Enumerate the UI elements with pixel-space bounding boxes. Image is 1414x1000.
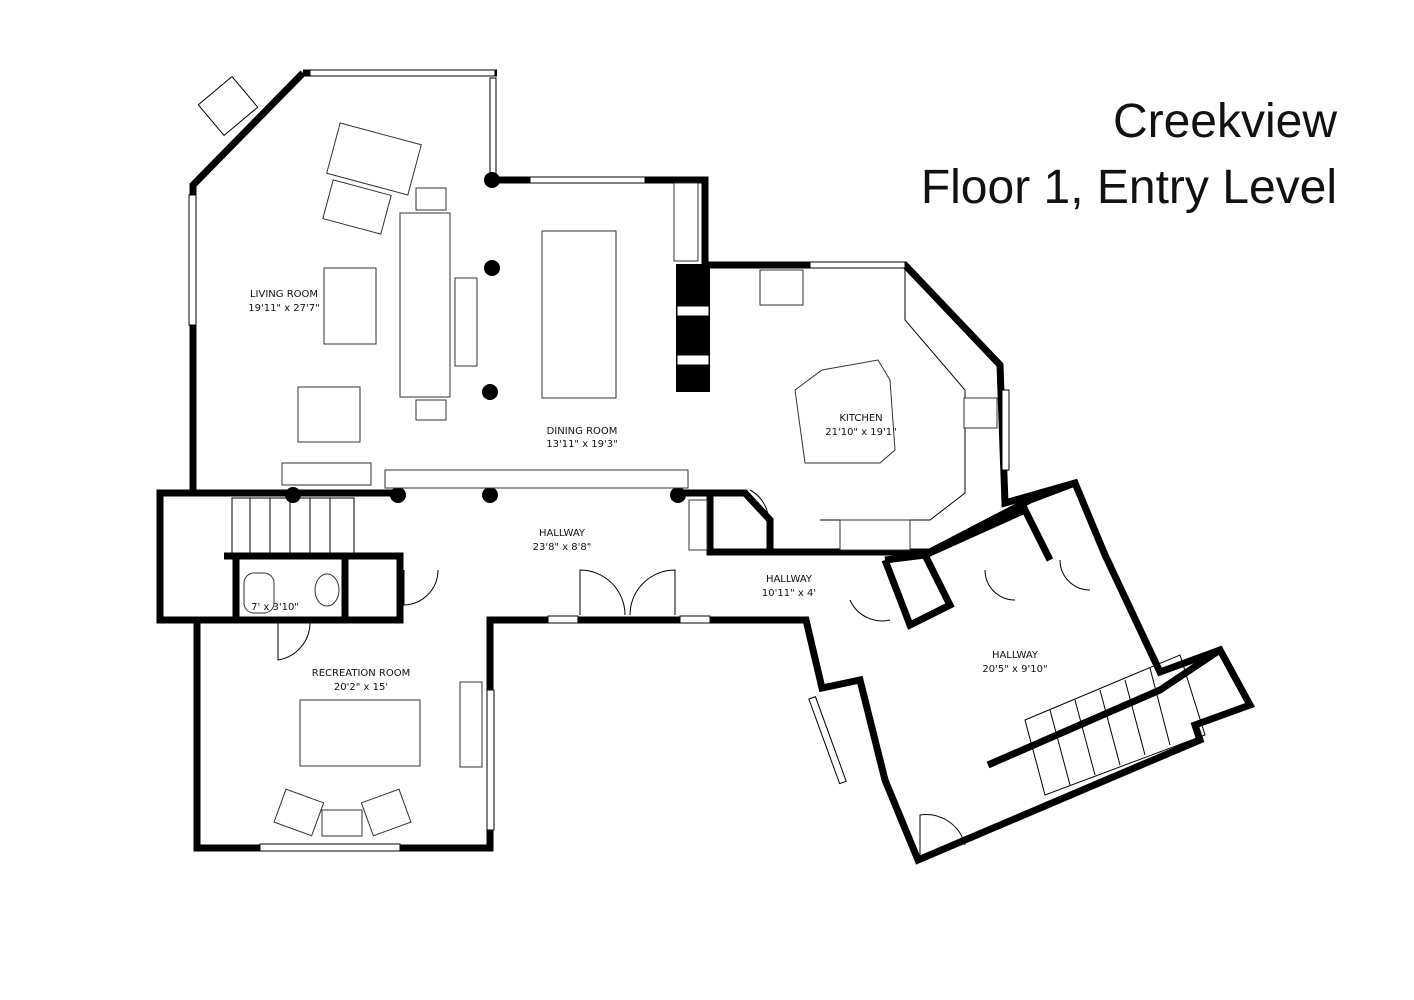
room-size-hallway-main: 23'8" x 8'8" <box>533 542 592 553</box>
room-name-living: LIVING ROOM <box>250 289 318 300</box>
room-name-kitchen: KITCHEN <box>839 413 882 424</box>
doors <box>277 489 1091 860</box>
columns <box>285 172 686 503</box>
plan-title: Creekview <box>1112 95 1337 148</box>
room-size-hallway-small: 10'11" x 4' <box>762 588 816 599</box>
furniture <box>243 122 998 837</box>
room-name-recreation: RECREATION ROOM <box>312 668 411 679</box>
windows <box>188 69 1010 852</box>
plan-subtitle: Floor 1, Entry Level <box>920 161 1337 214</box>
room-size-recreation: 20'2" x 15' <box>334 682 388 693</box>
fireplace <box>676 264 710 392</box>
room-size-hallway-east: 20'5" x 9'10" <box>982 664 1047 675</box>
room-name-hallway-east: HALLWAY <box>992 650 1039 661</box>
room-size-kitchen: 21'10" x 19'1" <box>825 427 897 438</box>
stairs <box>231 497 1206 796</box>
room-size-living: 19'11" x 27'7" <box>248 303 320 314</box>
room-name-dining: DINING ROOM <box>547 426 618 437</box>
room-size-dining: 13'11" x 19'3" <box>546 439 618 450</box>
room-labels: LIVING ROOM 19'11" x 27'7" DINING ROOM 1… <box>248 289 1047 693</box>
room-name-hallway-main: HALLWAY <box>539 528 586 539</box>
room-size-powder-room: 7' x 3'10" <box>251 602 299 613</box>
room-name-hallway-small: HALLWAY <box>766 574 813 585</box>
